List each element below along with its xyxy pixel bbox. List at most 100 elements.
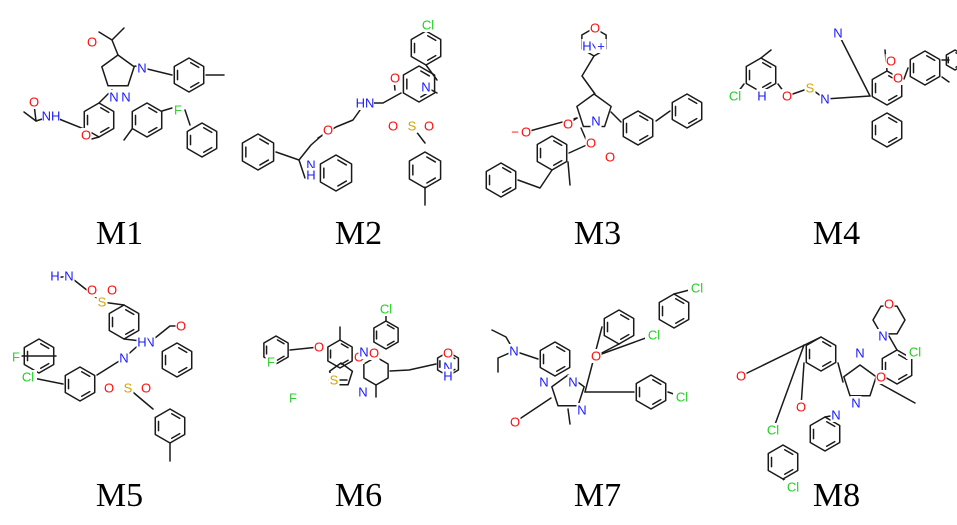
atom-label-background	[784, 480, 802, 494]
atom-label-background	[581, 39, 593, 53]
atom-label: N	[568, 375, 577, 390]
atom-label-background	[28, 95, 40, 109]
atom-label: O	[176, 319, 186, 334]
chloroaryl-ring-double-bond	[761, 81, 772, 89]
atom-label-background	[118, 351, 130, 365]
atom-label: H	[757, 89, 766, 104]
atom-label-background	[589, 21, 601, 35]
chlorobenzyl-ring	[410, 30, 442, 66]
bond	[941, 76, 950, 83]
phenyl-ring-double-bond	[825, 440, 836, 448]
atom-label: N	[109, 90, 118, 105]
atom-label: O	[796, 400, 806, 415]
phenoxy-ring-double-bond	[687, 97, 698, 105]
atom-label: H	[443, 369, 452, 384]
atom-label-background	[509, 125, 521, 139]
atom-label-background	[313, 340, 325, 354]
fluorobenzyl-ring-double-bond	[202, 126, 213, 134]
chloroaryl-ring	[745, 57, 777, 93]
tolyl-ring-double-bond	[189, 81, 200, 89]
molecule-label: M1	[95, 215, 144, 252]
bond	[903, 67, 909, 80]
atom-label-background	[49, 269, 61, 283]
phenoxyphenyl-ring-double-bond	[638, 134, 649, 142]
ethoxyphenyl-ring-double-bond	[821, 340, 832, 348]
atom-label-background	[108, 90, 120, 104]
atom-label: S	[408, 119, 417, 134]
tosyl-ring-double-bond	[170, 412, 181, 420]
atom-label-background	[136, 61, 148, 75]
atom-label: O	[876, 370, 886, 385]
benzamide-ring	[319, 154, 353, 192]
bond	[740, 336, 822, 377]
structure-drawing: ClOFOFONONHSN	[263, 302, 460, 406]
bond	[514, 397, 552, 423]
atom-label-background	[442, 369, 454, 383]
atom-label-background	[588, 39, 600, 53]
bond	[567, 161, 571, 186]
atom-label-background	[106, 283, 118, 297]
bond	[298, 159, 306, 179]
dichlorophenyl-ring-double-bond	[674, 297, 685, 305]
dichlorobenzyl-ring-double-bond	[783, 448, 794, 456]
chlorophenyl-ring-double-bond	[386, 324, 395, 330]
pyridine-ring-double-bond	[887, 94, 898, 102]
atom-label: Cl	[380, 302, 392, 317]
chlorobenzyl-ring-double-bond	[80, 370, 91, 378]
atom-label: N	[855, 346, 864, 361]
atom-label-background	[442, 346, 454, 360]
dichlorophenyl-ring-double-bond	[674, 317, 685, 325]
chloroaryl-ring-double-bond	[897, 353, 908, 361]
atom-label: H	[306, 168, 315, 183]
molecule-label: M5	[95, 477, 144, 514]
atom-label: H	[50, 269, 59, 284]
anilino-ring-double-bond	[555, 365, 566, 373]
phenoxy-ring-double-bond	[147, 106, 158, 114]
atom-label: Cl	[422, 18, 434, 33]
atom-label-background	[368, 346, 380, 360]
tosyl-ring-double-bond	[426, 156, 437, 163]
bond	[800, 362, 805, 408]
chlorophenyl-ring	[373, 320, 399, 350]
molecule-label: M6	[334, 477, 383, 514]
atom-label: N	[443, 360, 452, 375]
atom-label-background	[63, 269, 75, 283]
atom-label: S	[806, 81, 815, 96]
bond	[123, 128, 133, 141]
bond	[610, 111, 622, 123]
phenoxyphenyl-ring	[603, 309, 635, 345]
atom-label: N	[306, 158, 315, 173]
atom-label-background	[832, 26, 844, 40]
bond	[389, 363, 437, 372]
benzamide-ring-double-bond	[337, 159, 348, 166]
atom-label: N	[851, 396, 860, 411]
atom-label-background	[781, 89, 793, 103]
atom-label-background	[19, 370, 37, 384]
atom-label: O	[736, 369, 746, 384]
atom-label-background	[906, 345, 924, 359]
atom-label-background	[892, 71, 904, 85]
benzamide-ring-double-bond	[177, 366, 188, 374]
atom-label-background	[175, 319, 187, 333]
molecule-panel-m6: ClOFOFONONHSN M6	[239, 262, 478, 524]
atom-label-background	[387, 119, 399, 133]
atom-label-background	[795, 400, 807, 414]
atom-label-background	[875, 370, 887, 384]
atom-label-background	[645, 328, 663, 342]
atom-label-background	[590, 114, 602, 128]
atom-label-background	[322, 123, 334, 137]
atom-label: NH	[42, 109, 61, 124]
tosyl-ring	[154, 408, 186, 444]
atom-label-background	[595, 39, 607, 53]
atom-label: O	[107, 283, 117, 298]
atom-label-background	[509, 415, 521, 429]
phenoxyphenyl-ring	[622, 110, 654, 146]
benzyl-ring-double-bond	[501, 166, 512, 174]
atom-label: −	[511, 125, 519, 140]
atom-label: Cl	[676, 390, 688, 405]
